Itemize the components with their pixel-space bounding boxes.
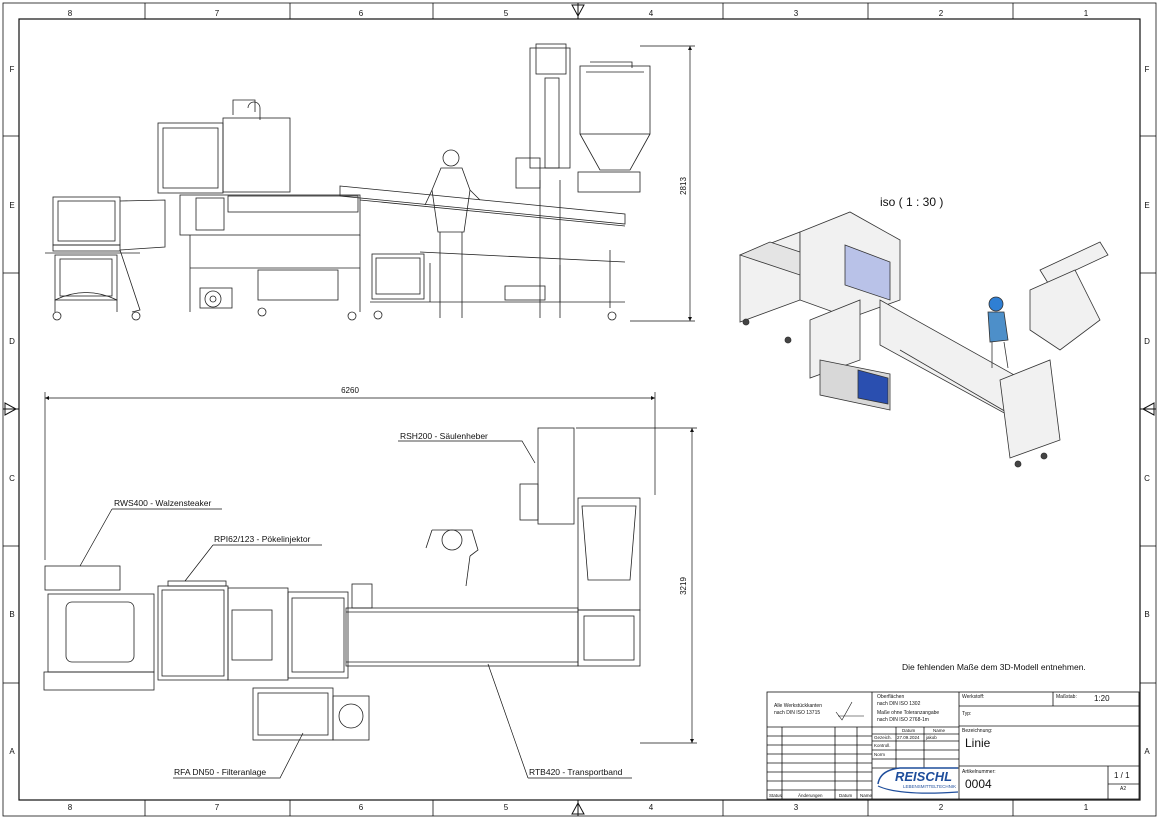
callout-rws400: RWS400 - Walzensteaker: [114, 498, 212, 508]
dimension-width-label: 3219: [679, 577, 688, 595]
zone-col-top-4: 4: [649, 9, 654, 18]
zone-col-top-8: 8: [68, 9, 73, 18]
tb-name-header: Name: [933, 728, 946, 733]
zone-col-bottom-4: 4: [649, 803, 654, 812]
tb-massstab-label: Maßstab:: [1056, 694, 1077, 700]
zone-row-left-a: A: [9, 747, 15, 756]
dimension-length-label: 6260: [341, 386, 359, 395]
tb-drawn-by: jakob: [926, 735, 937, 740]
tb-rev-status: Status: [769, 793, 782, 798]
tb-surface-1: Oberflächen: [877, 694, 905, 700]
zone-col-top-3: 3: [794, 9, 799, 18]
tb-row-kontrolliert: Kontroll.: [874, 743, 891, 748]
tb-sheet-number: 1 / 1: [1114, 771, 1130, 780]
tb-row-norm: Norm: [874, 752, 885, 757]
zone-row-right-a: A: [1144, 747, 1150, 756]
tb-general-note-1: Alle Werkstückkanten: [774, 703, 822, 709]
tb-scale-value: 1:20: [1094, 694, 1110, 703]
tb-surface-2: nach DIN ISO 1302: [877, 701, 921, 707]
callout-rfa-dn50: RFA DN50 - Filteranlage: [174, 767, 267, 777]
zone-col-bottom-6: 6: [359, 803, 364, 812]
dimension-height-label: 2813: [679, 177, 688, 195]
tb-tolerance-2: nach DIN ISO 2768-1m: [877, 717, 929, 723]
top-view: [43, 427, 641, 741]
tb-typ-label: Typ:: [962, 711, 972, 717]
zone-row-right-f: F: [1145, 65, 1150, 74]
zone-row-right-e: E: [1144, 201, 1149, 210]
zone-row-left-d: D: [9, 337, 15, 346]
zone-col-bottom-3: 3: [794, 803, 799, 812]
side-view: [45, 43, 651, 321]
zone-col-bottom-2: 2: [939, 803, 944, 812]
callout-rtb420: RTB420 - Transportband: [529, 767, 623, 777]
callout-leaders: [79, 440, 632, 779]
zone-col-top-7: 7: [215, 9, 220, 18]
dimension-height: [630, 45, 695, 322]
zone-col-bottom-1: 1: [1084, 803, 1089, 812]
zone-col-top-1: 1: [1084, 9, 1089, 18]
zone-col-bottom-5: 5: [504, 803, 509, 812]
dimension-width: [576, 427, 697, 744]
tb-general-note-2: nach DIN ISO 13715: [774, 710, 821, 716]
tb-rev-datum: Datum: [839, 793, 853, 798]
reischl-logo: [877, 767, 959, 794]
tb-artikelnummer-label: Artikelnummer:: [962, 769, 996, 775]
tb-tolerance-1: Maße ohne Toleranzangabe: [877, 710, 940, 716]
zone-row-left-e: E: [9, 201, 14, 210]
callout-rsh200: RSH200 - Säulenheber: [400, 431, 488, 441]
tb-rev-aenderungen: Änderungen: [798, 793, 823, 798]
tb-bezeichnung-label: Bezeichnung:: [962, 728, 993, 734]
dimension-length: [44, 392, 656, 560]
tb-datum-header: Datum: [902, 728, 916, 733]
iso-view: [738, 211, 1109, 468]
tb-date-value: 27.09.2024: [897, 735, 920, 740]
zone-col-top-2: 2: [939, 9, 944, 18]
title-block: [766, 691, 1140, 800]
callout-rpi62: RPI62/123 - Pökelinjektor: [214, 534, 311, 544]
zone-row-left-b: B: [9, 610, 14, 619]
tb-row-gezeichnet: Gezeich.: [874, 735, 892, 740]
tb-bezeichnung-value: Linie: [965, 736, 991, 750]
zone-row-right-c: C: [1144, 474, 1150, 483]
tb-werkstoff-label: Werkstoff:: [962, 694, 985, 700]
zone-col-top-5: 5: [504, 9, 509, 18]
zone-row-left-c: C: [9, 474, 15, 483]
drawing-note: Die fehlenden Maße dem 3D-Modell entnehm…: [902, 662, 1086, 672]
tb-rev-name: Name: [860, 793, 873, 798]
iso-view-label: iso ( 1 : 30 ): [880, 195, 944, 209]
zone-col-top-6: 6: [359, 9, 364, 18]
zone-col-bottom-8: 8: [68, 803, 73, 812]
logo-subtitle: LEBENSMITTELTECHNIK: [903, 784, 957, 789]
zone-row-right-d: D: [1144, 337, 1150, 346]
logo-text: REISCHL: [895, 769, 953, 784]
tb-format: A2: [1120, 786, 1127, 792]
zone-row-left-f: F: [10, 65, 15, 74]
zone-col-bottom-7: 7: [215, 803, 220, 812]
zone-row-right-b: B: [1144, 610, 1149, 619]
tb-artikelnummer-value: 0004: [965, 777, 992, 791]
